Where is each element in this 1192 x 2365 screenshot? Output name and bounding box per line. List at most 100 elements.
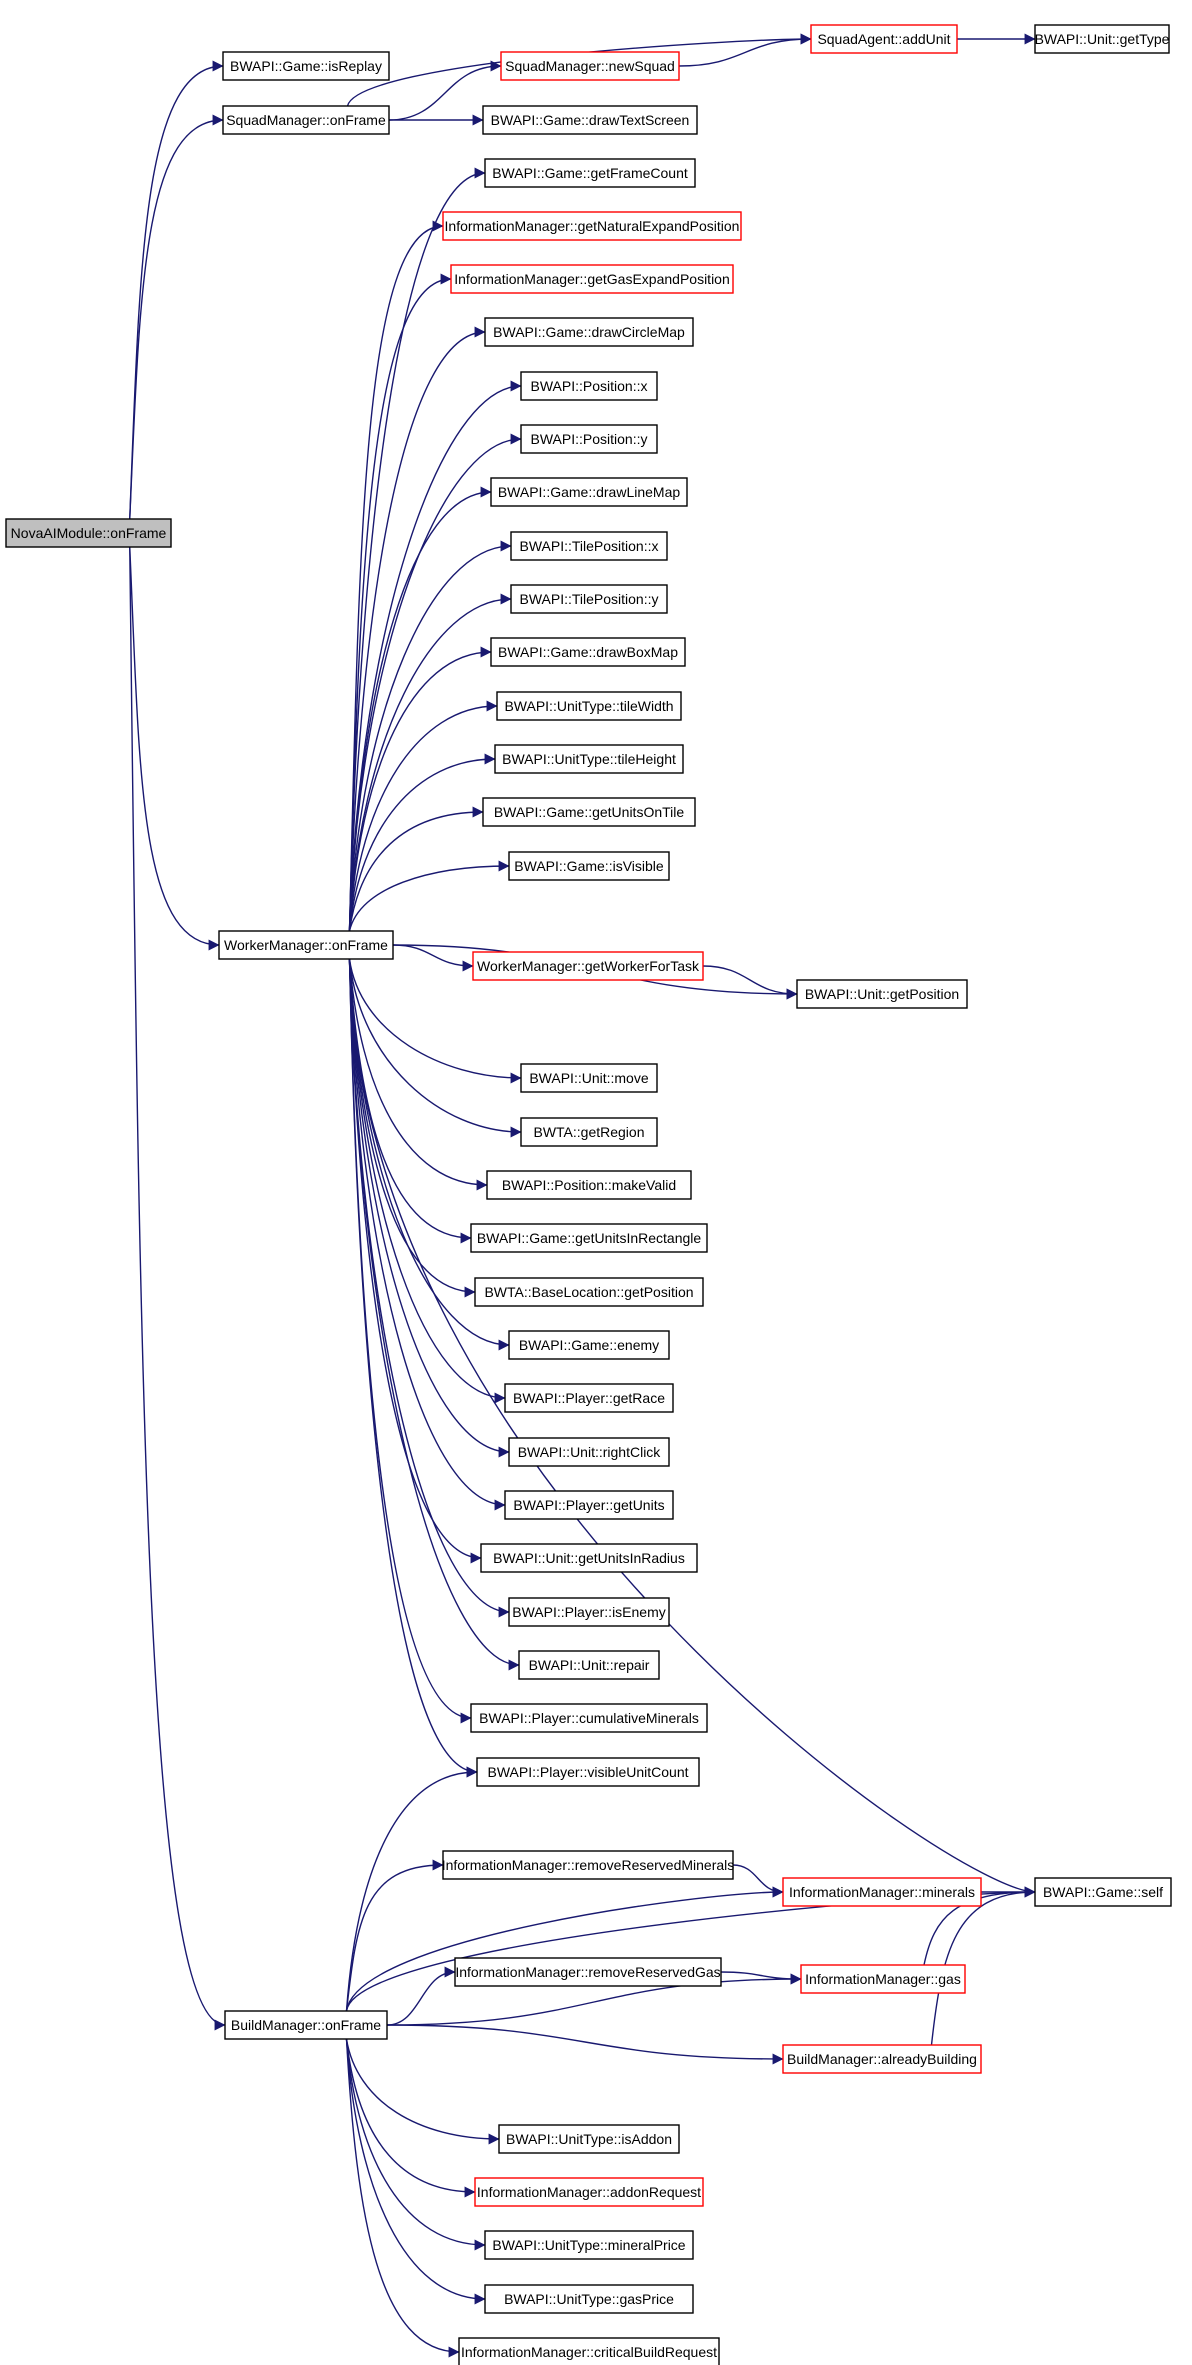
node-bwapi-unittype-tilewidth[interactable]: BWAPI::UnitType::tileWidth — [496, 691, 682, 721]
edge-workermanager-onframe-to-informationmanager-getnaturalexpandposition — [348, 220, 444, 932]
node-bwapi-game-drawboxmap[interactable]: BWAPI::Game::drawBoxMap — [490, 637, 686, 667]
node-label: WorkerManager::getWorkerForTask — [477, 958, 700, 974]
edge-workermanager-onframe-to-bwapi-player-cumulativeminerals — [348, 958, 472, 1724]
node-bwapi-unit-getunitsinradius[interactable]: BWAPI::Unit::getUnitsInRadius — [480, 1543, 698, 1573]
node-informationmanager-removereservedminerals[interactable]: InformationManager::removeReservedMinera… — [442, 1850, 735, 1880]
node-informationmanager-removereservedgas[interactable]: InformationManager::removeReservedGas — [454, 1957, 722, 1987]
node-bwapi-game-isvisible[interactable]: BWAPI::Game::isVisible — [508, 851, 670, 881]
node-buildmanager-alreadybuilding[interactable]: BuildManager::alreadyBuilding — [782, 2044, 982, 2074]
node-label: BWAPI::Game::self — [1043, 1884, 1163, 1900]
node-bwta-getregion[interactable]: BWTA::getRegion — [520, 1117, 658, 1147]
node-bwapi-tileposition-x[interactable]: BWAPI::TilePosition::x — [510, 531, 668, 561]
node-label: BWAPI::UnitType::tileWidth — [504, 698, 673, 714]
node-bwapi-game-getunitsontile[interactable]: BWAPI::Game::getUnitsOnTile — [482, 797, 696, 827]
node-bwapi-unittype-gasprice[interactable]: BWAPI::UnitType::gasPrice — [484, 2284, 694, 2314]
node-informationmanager-getnaturalexpandposition[interactable]: InformationManager::getNaturalExpandPosi… — [442, 211, 742, 241]
node-bwapi-unit-rightclick[interactable]: BWAPI::Unit::rightClick — [508, 1437, 670, 1467]
node-bwapi-game-drawtextscreen[interactable]: BWAPI::Game::drawTextScreen — [482, 105, 698, 135]
node-informationmanager-criticalbuildrequest[interactable]: InformationManager::criticalBuildRequest — [458, 2337, 720, 2365]
node-box — [476, 1757, 700, 1787]
node-box — [482, 797, 696, 827]
edge-buildmanager-onframe-to-informationmanager-criticalbuildrequest — [345, 2038, 460, 2358]
node-bwapi-unittype-mineralprice[interactable]: BWAPI::UnitType::mineralPrice — [484, 2230, 694, 2260]
node-label: BWAPI::Unit::getType — [1035, 31, 1170, 47]
node-bwapi-game-getframecount[interactable]: BWAPI::Game::getFrameCount — [484, 158, 696, 188]
node-label: InformationManager::gas — [805, 1971, 961, 1987]
node-box — [484, 2284, 694, 2314]
node-bwapi-tileposition-y[interactable]: BWAPI::TilePosition::y — [510, 584, 668, 614]
node-informationmanager-gas[interactable]: InformationManager::gas — [800, 1964, 966, 1994]
edge-workermanager-onframe-to-bwapi-position-makevalid — [348, 958, 488, 1191]
edge-informationmanager-removereservedgas-to-informationmanager-gas — [720, 1971, 802, 1985]
node-bwapi-game-isreplay[interactable]: BWAPI::Game::isReplay — [222, 51, 390, 81]
node-workermanager-onframe[interactable]: WorkerManager::onFrame — [218, 930, 394, 960]
node-squadagent-addunit[interactable]: SquadAgent::addUnit — [810, 24, 958, 54]
node-bwapi-unittype-isaddon[interactable]: BWAPI::UnitType::isAddon — [498, 2124, 680, 2154]
node-bwapi-unittype-tileheight[interactable]: BWAPI::UnitType::tileHeight — [494, 744, 684, 774]
node-bwapi-game-self[interactable]: BWAPI::Game::self — [1034, 1877, 1172, 1907]
node-informationmanager-addonrequest[interactable]: InformationManager::addonRequest — [474, 2177, 704, 2207]
node-bwapi-game-enemy[interactable]: BWAPI::Game::enemy — [508, 1330, 670, 1360]
node-squadmanager-onframe[interactable]: SquadManager::onFrame — [222, 105, 390, 135]
node-box — [472, 951, 704, 981]
node-label: BWAPI::TilePosition::y — [519, 591, 658, 607]
node-label: BWAPI::Unit::move — [529, 1070, 649, 1086]
node-bwapi-position-x[interactable]: BWAPI::Position::x — [520, 371, 658, 401]
node-box — [490, 637, 686, 667]
node-label: InformationManager::getGasExpandPosition — [454, 271, 730, 287]
node-squadmanager-newsquad[interactable]: SquadManager::newSquad — [500, 51, 680, 81]
node-workermanager-getworkerfortask[interactable]: WorkerManager::getWorkerForTask — [472, 951, 704, 981]
node-bwapi-position-makevalid[interactable]: BWAPI::Position::makeValid — [486, 1170, 692, 1200]
node-bwapi-unit-repair[interactable]: BWAPI::Unit::repair — [518, 1650, 660, 1680]
node-bwapi-player-visibleunitcount[interactable]: BWAPI::Player::visibleUnitCount — [476, 1757, 700, 1787]
node-label: BWAPI::Position::makeValid — [502, 1177, 676, 1193]
node-bwapi-unit-move[interactable]: BWAPI::Unit::move — [520, 1063, 658, 1093]
node-label: BWAPI::Game::getUnitsOnTile — [494, 804, 685, 820]
node-label: BWAPI::Unit::repair — [529, 1657, 650, 1673]
edge-buildmanager-alreadybuilding-to-bwapi-game-self — [930, 1886, 1036, 2046]
node-label: BWAPI::Game::isVisible — [514, 858, 664, 874]
node-label: WorkerManager::onFrame — [224, 937, 388, 953]
node-bwta-baselocation-getposition[interactable]: BWTA::BaseLocation::getPosition — [474, 1277, 704, 1307]
edge-workermanager-getworkerfortask-to-bwapi-unit-getposition — [702, 965, 798, 1000]
node-label: BWTA::BaseLocation::getPosition — [484, 1284, 693, 1300]
node-label: BWAPI::Game::isReplay — [230, 58, 382, 74]
node-label: SquadAgent::addUnit — [817, 31, 950, 47]
node-bwapi-player-isenemy[interactable]: BWAPI::Player::isEnemy — [508, 1597, 670, 1627]
node-bwapi-game-drawcirclemap[interactable]: BWAPI::Game::drawCircleMap — [484, 317, 694, 347]
node-box — [470, 1703, 708, 1733]
node-box — [218, 930, 394, 960]
node-bwapi-unit-gettype[interactable]: BWAPI::Unit::getType — [1034, 24, 1170, 54]
node-bwapi-unit-getposition[interactable]: BWAPI::Unit::getPosition — [796, 979, 968, 1009]
edge-workermanager-onframe-to-bwapi-tileposition-x — [348, 540, 512, 932]
node-bwapi-position-y[interactable]: BWAPI::Position::y — [520, 424, 658, 454]
node-bwapi-player-getunits[interactable]: BWAPI::Player::getUnits — [504, 1490, 674, 1520]
node-box — [500, 51, 680, 81]
edge-buildmanager-onframe-to-informationmanager-gas — [386, 1973, 802, 2026]
node-bwapi-player-cumulativeminerals[interactable]: BWAPI::Player::cumulativeMinerals — [470, 1703, 708, 1733]
edge-workermanager-onframe-to-bwapi-game-drawboxmap — [348, 646, 492, 932]
node-novaaimodule-onframe[interactable]: NovaAIModule::onFrame — [5, 518, 172, 548]
edge-squadmanager-newsquad-to-squadagent-addunit — [678, 33, 812, 67]
node-box — [1034, 24, 1170, 54]
node-box — [474, 2177, 704, 2207]
node-box — [442, 1850, 734, 1880]
node-box — [222, 51, 390, 81]
node-bwapi-game-getunitsinrectangle[interactable]: BWAPI::Game::getUnitsInRectangle — [470, 1223, 708, 1253]
node-label: BWAPI::Player::isEnemy — [512, 1604, 666, 1620]
node-box — [782, 1877, 982, 1907]
node-bwapi-player-getrace[interactable]: BWAPI::Player::getRace — [504, 1383, 674, 1413]
node-box — [450, 264, 734, 294]
node-box — [510, 531, 668, 561]
node-box — [520, 1063, 658, 1093]
node-box — [498, 2124, 680, 2154]
node-informationmanager-getgasexpandposition[interactable]: InformationManager::getGasExpandPosition — [450, 264, 734, 294]
node-label: BWAPI::Player::cumulativeMinerals — [479, 1710, 699, 1726]
node-label: InformationManager::removeReservedGas — [455, 1964, 720, 1980]
node-buildmanager-onframe[interactable]: BuildManager::onFrame — [224, 2010, 388, 2040]
node-box — [5, 518, 172, 548]
node-box — [504, 1490, 674, 1520]
node-informationmanager-minerals[interactable]: InformationManager::minerals — [782, 1877, 982, 1907]
node-bwapi-game-drawlinemap[interactable]: BWAPI::Game::drawLineMap — [490, 477, 688, 507]
